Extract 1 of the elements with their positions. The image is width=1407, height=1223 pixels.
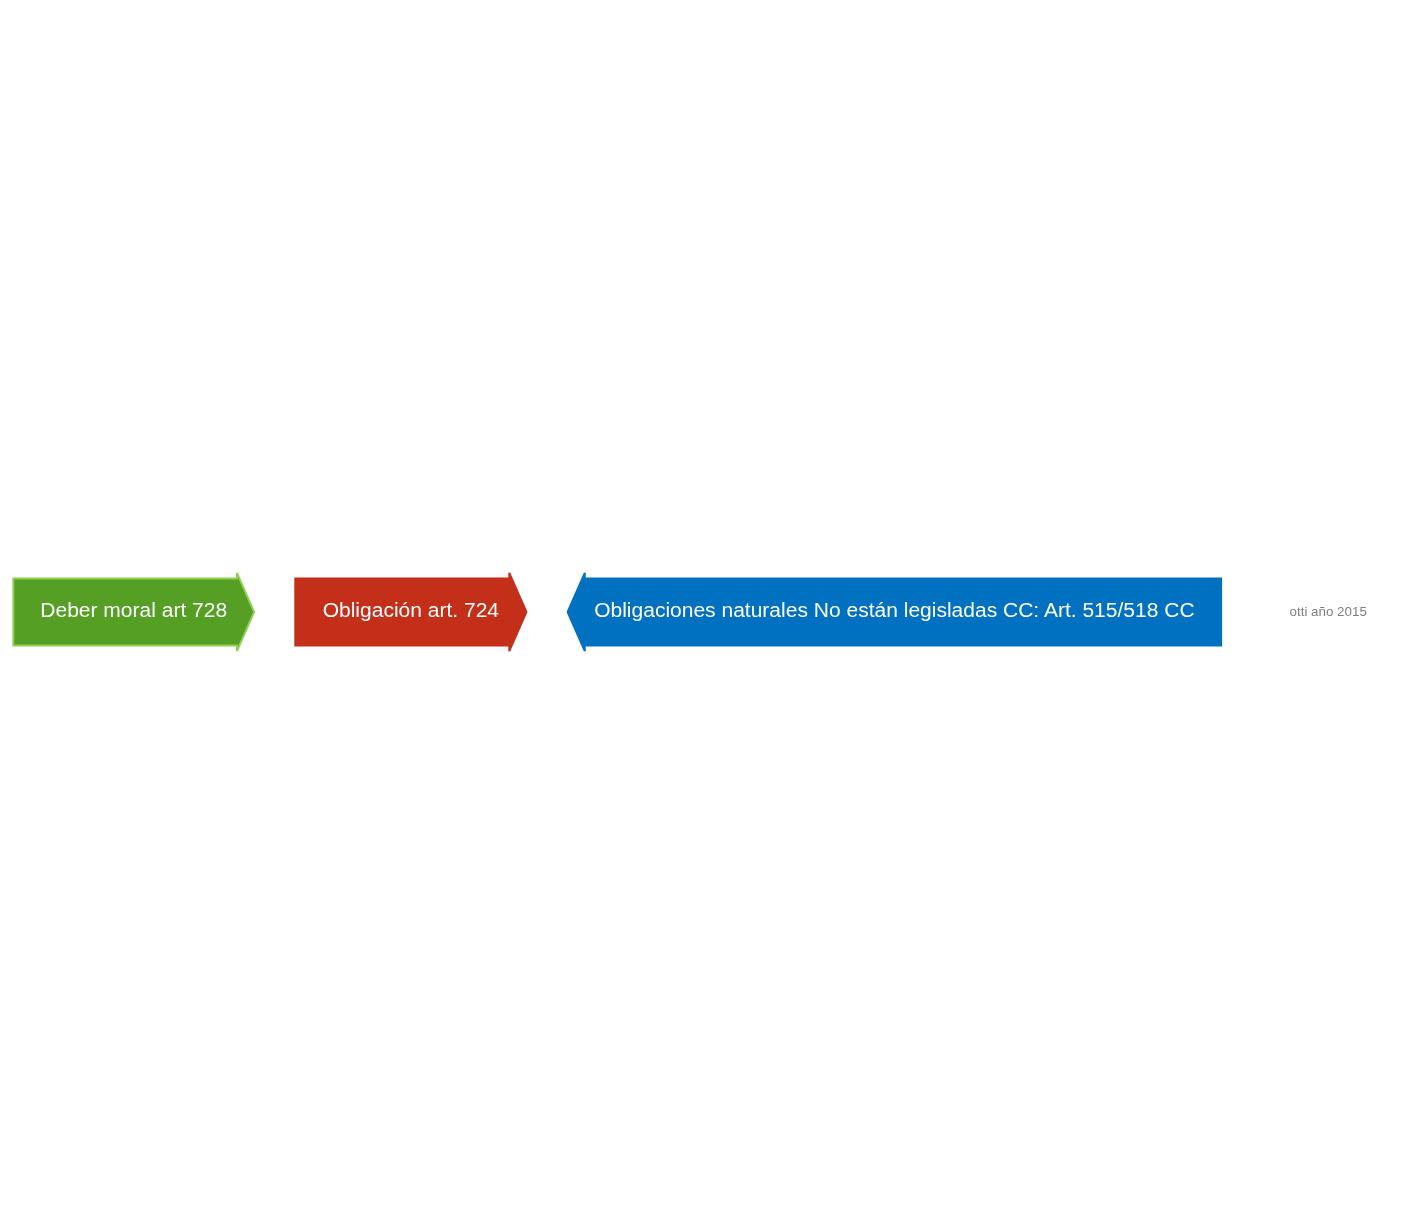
label: otti año 2015 [1289,603,1367,619]
